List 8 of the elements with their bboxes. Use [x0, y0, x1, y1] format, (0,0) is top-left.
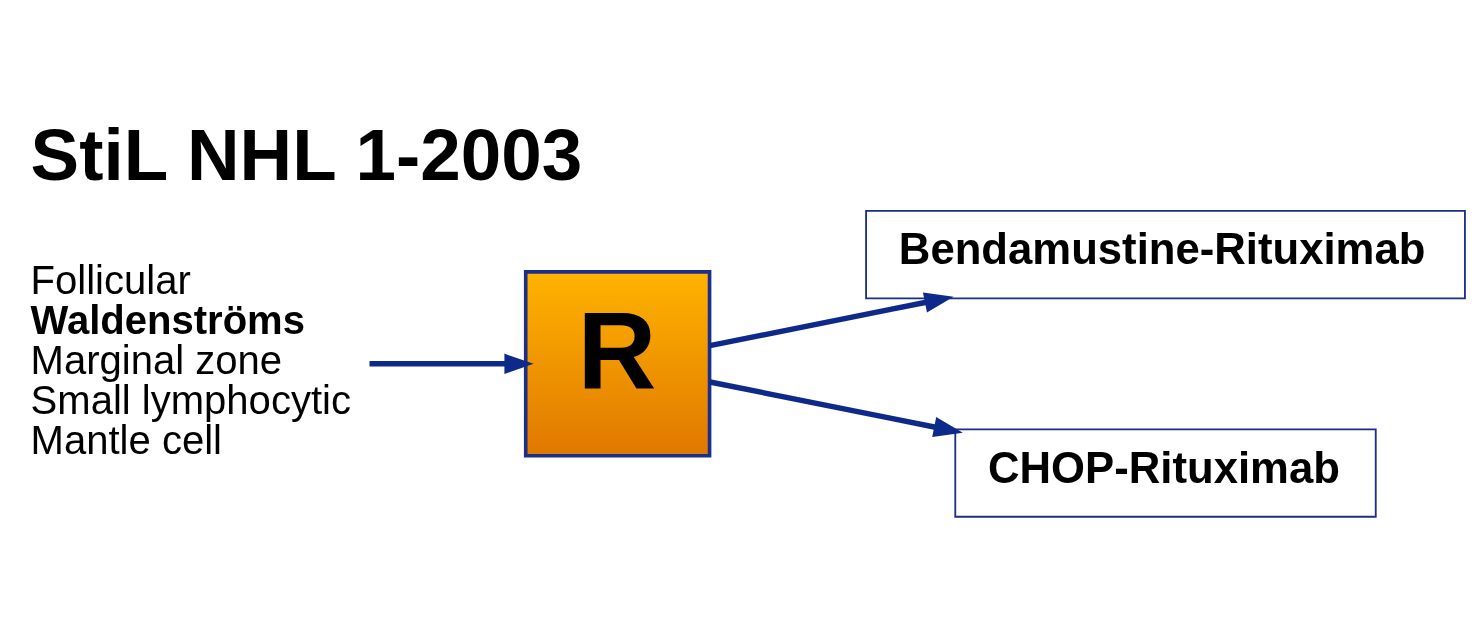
node-box: R [523, 270, 712, 458]
arrow [369, 353, 534, 375]
arrow [709, 379, 963, 437]
node-box: CHOP-Rituximab [954, 428, 1377, 518]
node-text: Follicular Waldenströms Marginal zone Small lymphocytic Mantle cell [30, 257, 351, 463]
node-box: Bendamustine-Rituximab [865, 210, 1466, 300]
diagram-title: StiL NHL 1-2003 [30, 113, 583, 195]
arrow [709, 292, 954, 349]
